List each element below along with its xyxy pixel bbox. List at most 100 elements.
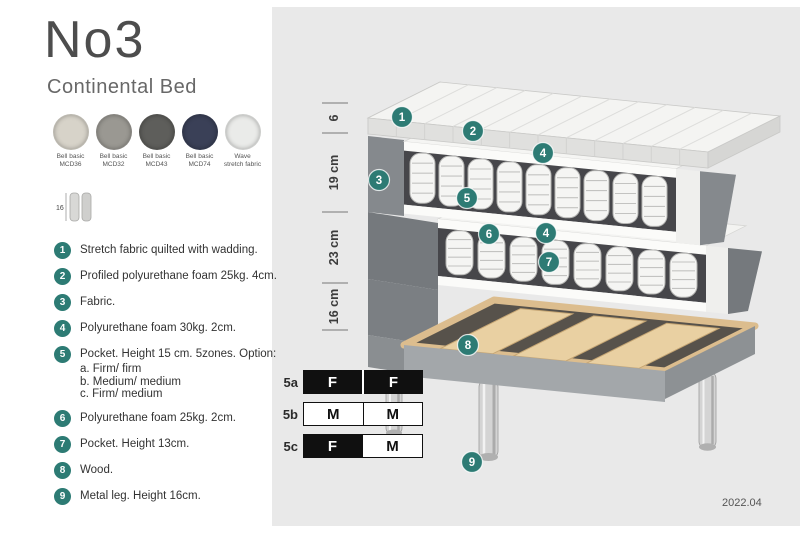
- dimension-label: 16 cm: [327, 289, 341, 324]
- firmness-row-5a: 5a F F: [276, 370, 423, 394]
- dimension-ruler: [322, 102, 348, 331]
- callout-badge: 9: [460, 450, 484, 474]
- callout-badge: 8: [456, 333, 480, 357]
- callout-badge: 6: [477, 222, 501, 246]
- leg-mini-icon: [69, 192, 80, 222]
- svg-text:4: 4: [543, 228, 550, 240]
- firmness-row-label: 5b: [282, 406, 298, 422]
- svg-text:9: 9: [469, 457, 475, 469]
- swatch-label-line1: Bell basic: [142, 153, 171, 160]
- feature-text: Stretch fabric quilted with wadding.: [80, 244, 258, 256]
- feature-option: b. Medium/ medium: [80, 375, 181, 388]
- dimension-label: 23 cm: [327, 230, 341, 265]
- swatch-label-line1: Bell basic: [185, 153, 214, 160]
- firmness-cell: M: [304, 403, 364, 425]
- dimension-label: 6: [327, 114, 341, 121]
- swatch-label-line1: Wave: [234, 153, 251, 160]
- firmness-cell: F: [303, 370, 364, 394]
- feature-item-8: 8 Wood.: [54, 461, 292, 479]
- swatch-label-line1: Bell basic: [99, 153, 128, 160]
- diagram-callouts: 1 2 4 3 5 4 6 7 8 9: [367, 105, 561, 474]
- upper-pocket-springs: [409, 152, 668, 227]
- feature-text: Polyurethane foam 25kg. 2cm.: [80, 411, 236, 424]
- version-label: 2022.04: [722, 497, 762, 509]
- svg-text:2: 2: [470, 126, 476, 138]
- svg-text:3: 3: [376, 175, 382, 187]
- swatch-label-line2: MCD43: [145, 160, 168, 168]
- fabric-swatch-circle: [138, 114, 175, 150]
- base-skirt-right: [665, 326, 755, 399]
- metal-leg: [698, 371, 717, 451]
- firmness-row-label: 5a: [283, 374, 298, 390]
- leg-thumbnail: 16: [54, 188, 98, 231]
- firmness-options-table: 5a F F 5b M M 5c F M: [276, 370, 423, 466]
- callout-badge: 1: [390, 105, 414, 129]
- feature-number-badge: 3: [54, 294, 71, 311]
- callout-badge: 3: [367, 168, 391, 192]
- feature-text: Pocket. Height 15 cm. 5zones. Option:: [80, 348, 277, 360]
- feature-number-badge: 7: [54, 435, 71, 453]
- feature-item-6: 6 Polyurethane foam 25kg. 2cm.: [54, 409, 292, 427]
- product-subtitle: Continental Bed: [47, 76, 197, 98]
- firmness-row-label: 5c: [283, 438, 298, 454]
- callout-badge: 4: [534, 221, 558, 245]
- feature-number-badge: 4: [54, 320, 71, 337]
- fabric-swatch-circle: [95, 114, 132, 150]
- feature-text: Fabric.: [80, 296, 116, 308]
- feature-option: c. Firm/ medium: [80, 388, 163, 400]
- feature-item-9: 9 Metal leg. Height 16cm.: [54, 487, 292, 505]
- feature-text: Profiled polyurethane foam 25kg. 4cm.: [80, 270, 277, 282]
- feature-item-4: 4 Polyurethane foam 30kg. 2cm.: [54, 320, 292, 337]
- firmness-row-5b: 5b M M: [276, 402, 423, 426]
- callout-badge: 7: [537, 250, 561, 274]
- lower-box-fabric-side: [368, 212, 438, 290]
- lower-box-foam-bottom: [438, 276, 706, 312]
- svg-text:7: 7: [546, 257, 552, 269]
- wooden-slat: [511, 315, 648, 362]
- upper-box-foam-bottom: [404, 204, 676, 241]
- feature-number-badge: 5: [54, 346, 71, 363]
- swatch-label-line2: stretch fabric: [223, 160, 262, 168]
- feature-list: 1 Stretch fabric quilted with wadding. 2…: [54, 242, 292, 514]
- feature-number-badge: 6: [54, 409, 71, 427]
- swatch-label-line2: MCD32: [102, 160, 125, 168]
- svg-text:4: 4: [540, 148, 547, 160]
- swatch-label-line2: MCD36: [59, 160, 82, 168]
- feature-item-1: 1 Stretch fabric quilted with wadding.: [54, 242, 292, 259]
- wooden-slat: [584, 322, 721, 369]
- firmness-cell: F: [303, 434, 362, 458]
- callout-badge: 5: [455, 186, 479, 210]
- feature-option: a. Firm/ firm: [80, 363, 142, 375]
- swatch-label-line1: Bell basic: [56, 153, 85, 160]
- metal-leg: [478, 379, 499, 461]
- base-skirt-front: [404, 345, 665, 402]
- feature-item-2: 2 Profiled polyurethane foam 25kg. 4cm.: [54, 268, 292, 285]
- fabric-swatch-circle: [181, 114, 218, 150]
- fabric-swatch-circle: [52, 114, 89, 150]
- callout-badge: 2: [461, 119, 485, 143]
- dimension-labels: 6 19 cm 23 cm 16 cm: [327, 114, 341, 324]
- swatch-label-line2: MCD74: [188, 160, 211, 168]
- leg-height-mini-label: 16: [56, 205, 64, 212]
- firmness-cell: M: [362, 434, 423, 458]
- feature-text: Wood.: [80, 463, 114, 476]
- svg-text:1: 1: [399, 112, 406, 124]
- feature-text: Polyurethane foam 30kg. 2cm.: [80, 322, 236, 334]
- callout-badge: 4: [531, 141, 555, 165]
- lower-pocket-springs: [445, 230, 698, 298]
- firmness-cell: F: [364, 370, 423, 394]
- feature-text: Pocket. Height 13cm.: [80, 437, 190, 450]
- firmness-cell: M: [363, 403, 422, 425]
- svg-text:8: 8: [465, 340, 472, 352]
- feature-item-7: 7 Pocket. Height 13cm.: [54, 435, 292, 453]
- quilt-lines: [395, 84, 752, 166]
- feature-text: Metal leg. Height 16cm.: [80, 489, 201, 502]
